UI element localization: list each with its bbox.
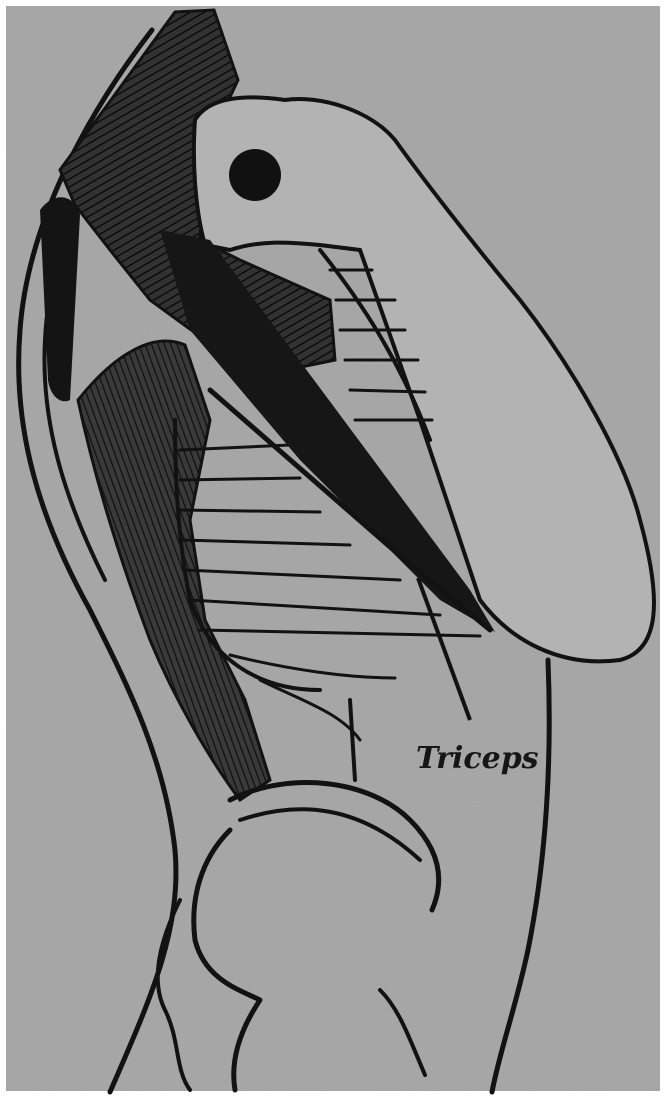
- scapula-hole: [229, 149, 281, 201]
- triceps-label: Triceps: [416, 741, 539, 776]
